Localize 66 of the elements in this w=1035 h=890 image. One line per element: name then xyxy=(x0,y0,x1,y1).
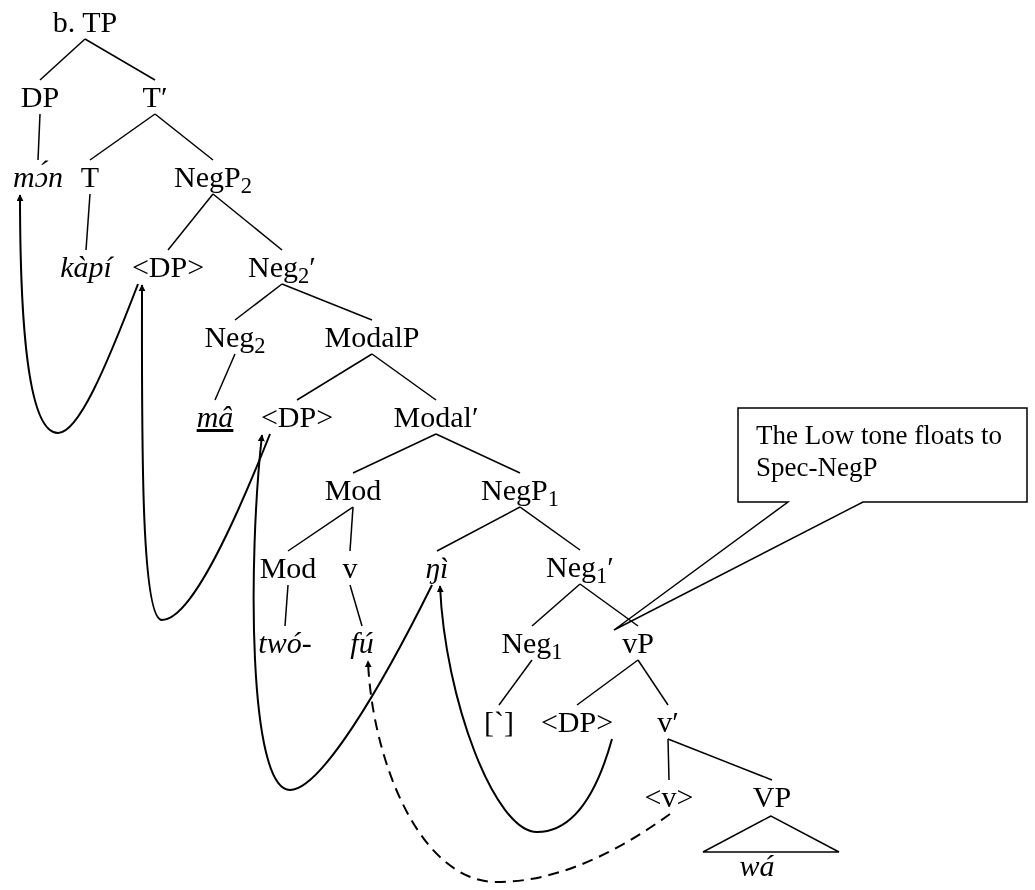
tree-branch xyxy=(85,193,91,251)
tree-label: fú xyxy=(350,628,374,658)
movement-arrow xyxy=(138,284,271,621)
tree-label: VP xyxy=(752,782,792,812)
tree-branch xyxy=(531,583,581,627)
tree-branch xyxy=(281,283,373,321)
tree-branch xyxy=(154,113,214,161)
tree-branch xyxy=(39,38,86,81)
tree-branch xyxy=(349,506,354,552)
tree-branch xyxy=(212,193,283,251)
tree-branch xyxy=(498,659,533,706)
tree-branch xyxy=(287,506,354,552)
tree-branch xyxy=(519,506,581,551)
tree-label: Neg$_{2}$′ xyxy=(248,252,316,282)
tree-label: <DP> xyxy=(131,252,205,282)
tree-label: Mod xyxy=(324,475,382,505)
tree-label: wá xyxy=(739,851,775,881)
tree-branch xyxy=(234,283,283,321)
tree-branch xyxy=(637,659,669,706)
tree-branch xyxy=(667,738,773,781)
tree-label: b. TP xyxy=(52,7,118,37)
triangle-roof xyxy=(702,815,840,853)
tree-branch xyxy=(576,659,639,706)
tree-label: NegP$_{2}$ xyxy=(174,162,252,192)
tree-branch xyxy=(371,353,437,401)
tree-branch xyxy=(296,353,373,401)
tree-label: ŋì xyxy=(425,553,449,583)
tree-label: v xyxy=(342,553,358,583)
tree-label: kàpí xyxy=(60,252,112,282)
tree-branch xyxy=(284,584,289,627)
tree-label: Neg$_{1}$ xyxy=(501,628,563,658)
movement-arrow xyxy=(16,194,139,434)
tree-label: <v> xyxy=(644,782,694,812)
tree-branch xyxy=(89,113,156,161)
tree-branch xyxy=(37,113,41,161)
tree-label: [`] xyxy=(484,707,514,737)
tree-branch xyxy=(436,506,521,552)
tree-label: <DP> xyxy=(540,707,614,737)
tree-label: mɔ́n xyxy=(13,162,63,192)
tree-branch xyxy=(579,583,639,627)
tree-label: v′ xyxy=(657,707,679,737)
tree-label: NegP$_{1}$ xyxy=(481,475,559,505)
speech-bubble-callout xyxy=(613,407,1030,632)
callout-text: The Low tone floats to Spec-NegP xyxy=(756,419,1003,484)
tree-label: DP xyxy=(20,82,60,112)
tree-label: Modal′ xyxy=(393,402,479,432)
movement-arrow xyxy=(437,585,613,833)
tree-branch xyxy=(167,193,214,251)
tree-label: twó- xyxy=(258,628,312,658)
tree-label: mâ xyxy=(196,402,234,432)
tree-label: T′ xyxy=(142,82,168,112)
tree-label: <DP> xyxy=(260,402,334,432)
tree-label: T xyxy=(80,162,100,192)
tree-branch xyxy=(349,584,363,627)
tree-branch xyxy=(84,38,156,81)
tree-branch xyxy=(667,738,670,781)
tree-label: ModalP xyxy=(324,322,420,352)
tree-branch xyxy=(435,433,521,474)
tree-branch xyxy=(352,433,437,474)
movement-arrow xyxy=(252,434,433,791)
tree-label: Neg$_{1}$′ xyxy=(546,552,614,582)
movement-arrow xyxy=(365,660,671,883)
tree-label: vP xyxy=(622,628,654,658)
tree-branch xyxy=(214,353,236,401)
tree-label: Neg$_{2}$ xyxy=(204,322,266,352)
tree-label: Mod xyxy=(259,553,317,583)
